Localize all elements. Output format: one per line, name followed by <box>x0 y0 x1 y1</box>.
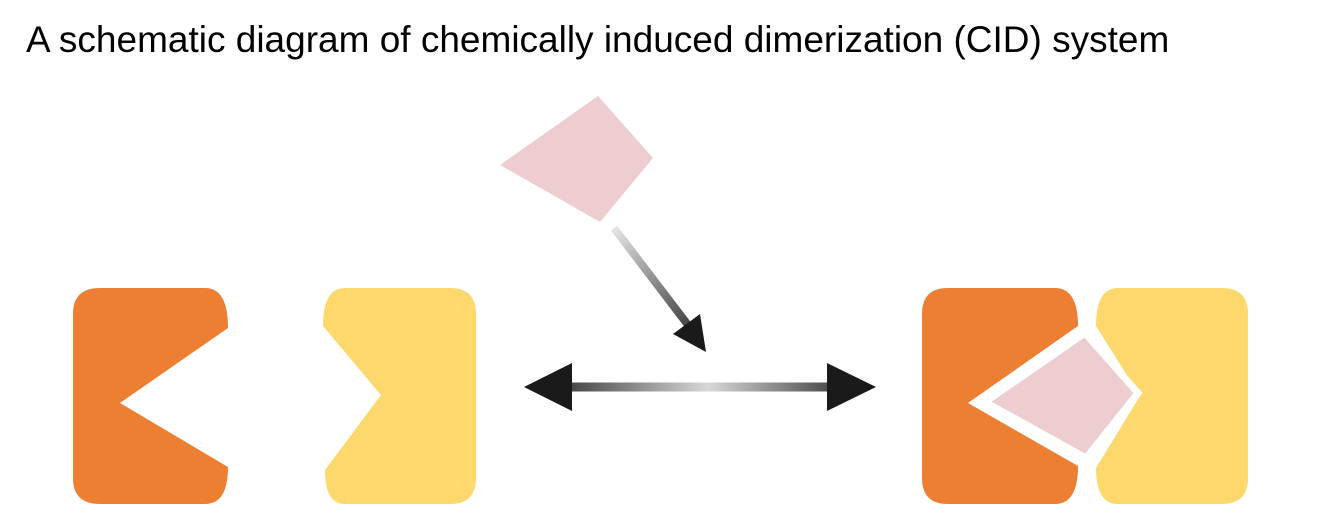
protein-b <box>323 288 476 504</box>
protein-b-bound <box>1096 288 1248 504</box>
ligand-bound <box>978 328 1143 463</box>
diagram-title: A schematic diagram of chemically induce… <box>26 19 1170 60</box>
protein-a <box>73 288 228 504</box>
ligand-molecule <box>500 96 653 222</box>
protein-a-bound <box>922 288 1078 504</box>
reversible-arrow <box>524 363 876 411</box>
ligand-binding-arrow <box>610 225 706 352</box>
